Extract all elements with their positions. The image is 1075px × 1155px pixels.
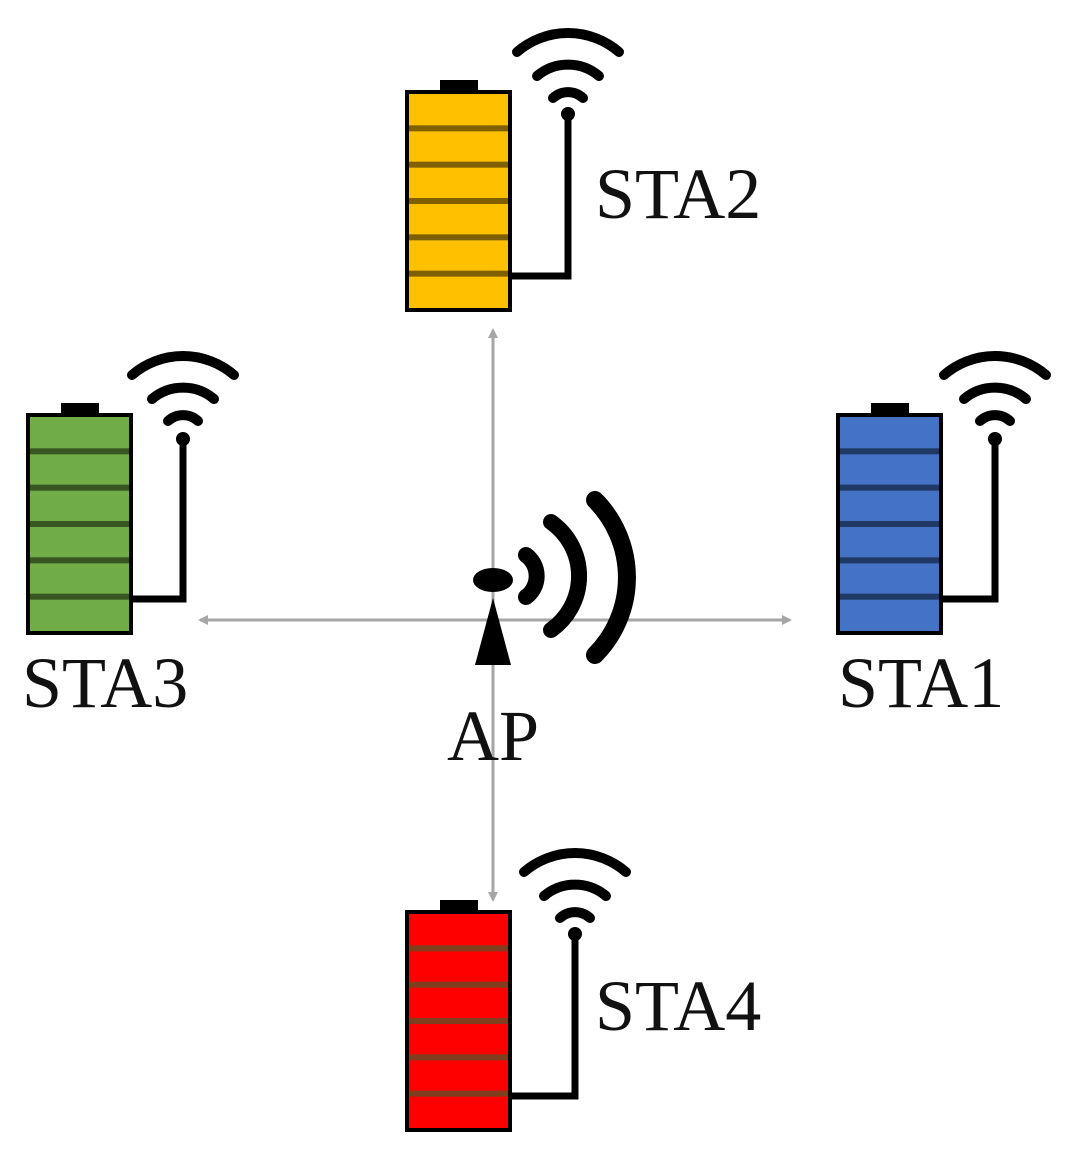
wifi-signal-icon xyxy=(939,351,1051,426)
battery-stripe xyxy=(409,234,508,241)
antenna-wire xyxy=(510,936,579,1100)
antenna-wire xyxy=(941,443,999,603)
access-point-antenna-icon xyxy=(473,491,636,665)
station-sta4 xyxy=(405,848,631,1132)
battery-stripe xyxy=(409,161,508,168)
battery-stripe xyxy=(840,448,939,455)
wifi-signal-icon xyxy=(512,28,624,103)
battery-stripes xyxy=(409,945,508,1097)
ap-label: AP xyxy=(447,696,539,776)
battery-stripe xyxy=(409,125,508,132)
battery-stripe xyxy=(840,484,939,491)
battery-stripe xyxy=(840,521,939,527)
wifi-signal-icon xyxy=(519,848,631,923)
battery-stripe xyxy=(409,1018,508,1024)
battery-stripe xyxy=(409,981,508,988)
battery-stripe xyxy=(30,557,129,564)
battery-stripe xyxy=(30,448,129,455)
battery-stripes xyxy=(840,448,939,600)
station-sta1 xyxy=(836,351,1051,635)
antenna-tip xyxy=(568,927,582,941)
antenna-tip xyxy=(988,432,1002,446)
battery-stripe xyxy=(840,557,939,564)
antenna-tip xyxy=(176,432,190,446)
battery-stripe xyxy=(30,521,129,527)
arrows xyxy=(198,328,792,902)
battery-stripe xyxy=(30,593,129,600)
station-sta3 xyxy=(26,351,239,635)
sta4-label: STA4 xyxy=(595,966,761,1046)
sta1-label: STA1 xyxy=(838,643,1004,723)
sta2-label: STA2 xyxy=(595,154,761,234)
battery-stripe xyxy=(409,270,508,277)
antenna-wire xyxy=(131,443,187,603)
station-sta2 xyxy=(405,28,624,312)
battery-stripes xyxy=(409,125,508,277)
sta3-label: STA3 xyxy=(22,643,188,723)
battery-stripes xyxy=(30,448,129,600)
battery-stripe xyxy=(409,1054,508,1061)
wifi-signal-icon xyxy=(127,351,239,426)
battery-stripe xyxy=(409,198,508,204)
battery-stripe xyxy=(409,1090,508,1097)
battery-stripe xyxy=(409,945,508,952)
battery-stripe xyxy=(30,484,129,491)
antenna-tip xyxy=(561,107,575,121)
battery-stripe xyxy=(840,593,939,600)
antenna-wire xyxy=(510,110,572,280)
